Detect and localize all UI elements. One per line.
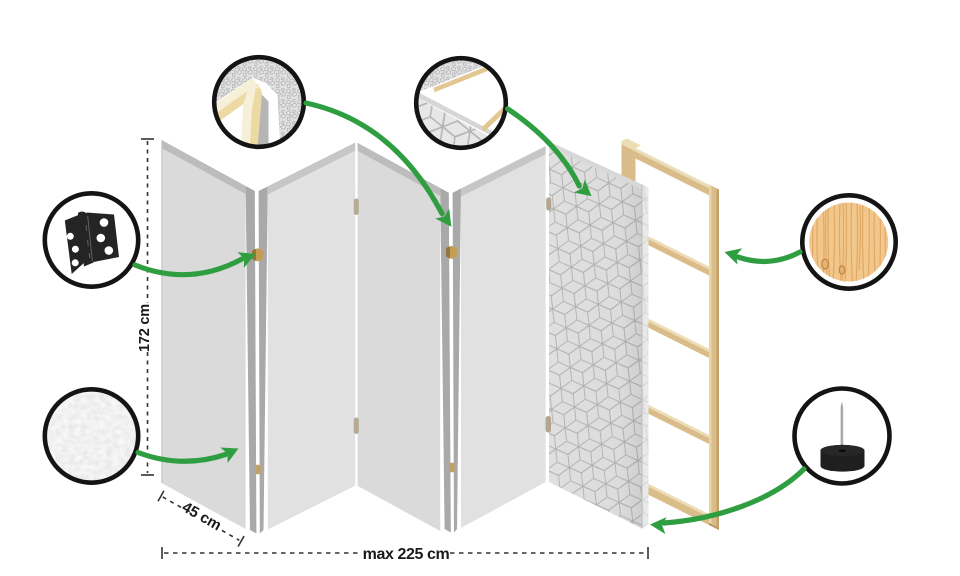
svg-text:172 cm: 172 cm <box>137 304 153 352</box>
svg-text:max 225 cm: max 225 cm <box>363 546 450 563</box>
